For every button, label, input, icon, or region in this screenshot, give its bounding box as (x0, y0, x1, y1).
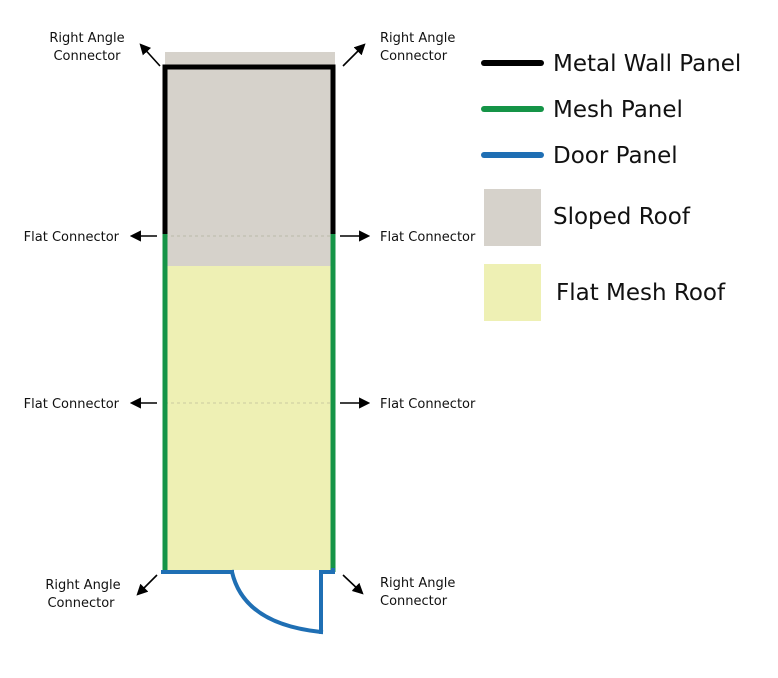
label-bottom-left-line2: Connector (47, 596, 115, 611)
legend-swatch-sloped-roof (484, 189, 541, 246)
arrow-bottom-left (136, 574, 158, 596)
label-flat-upper-right: Flat Connector (380, 230, 476, 245)
label-top-left-line2: Connector (53, 49, 121, 64)
legend-label-mesh-panel: Mesh Panel (553, 97, 683, 123)
label-bottom-right-line2: Connector (380, 594, 448, 609)
label-top-right-line2: Connector (380, 49, 448, 64)
label-bottom-right-line1: Right Angle (380, 576, 455, 591)
arrow-bottom-right (342, 574, 364, 595)
label-bottom-left-line1: Right Angle (45, 578, 120, 593)
label-top-right-line1: Right Angle (380, 31, 455, 46)
legend-label-flat-mesh-roof: Flat Mesh Roof (556, 280, 726, 306)
flat-mesh-roof-area (165, 234, 332, 570)
legend-label-sloped-roof: Sloped Roof (553, 204, 691, 230)
label-flat-lower-left: Flat Connector (24, 397, 120, 412)
arrow-top-right (342, 43, 366, 67)
sloped-roof-area (165, 52, 335, 266)
door-panel (161, 568, 335, 635)
label-top-left-line1: Right Angle (49, 31, 124, 46)
label-flat-upper-left: Flat Connector (24, 230, 120, 245)
legend: Metal Wall Panel Mesh Panel Door Panel S… (481, 51, 741, 321)
metal-wall-panel (162, 64, 336, 236)
label-flat-lower-right: Flat Connector (380, 397, 476, 412)
arrow-top-left (139, 43, 161, 67)
legend-swatch-flat-mesh-roof (484, 264, 541, 321)
legend-label-door-panel: Door Panel (553, 143, 678, 169)
legend-label-metal-wall-panel: Metal Wall Panel (553, 51, 741, 77)
